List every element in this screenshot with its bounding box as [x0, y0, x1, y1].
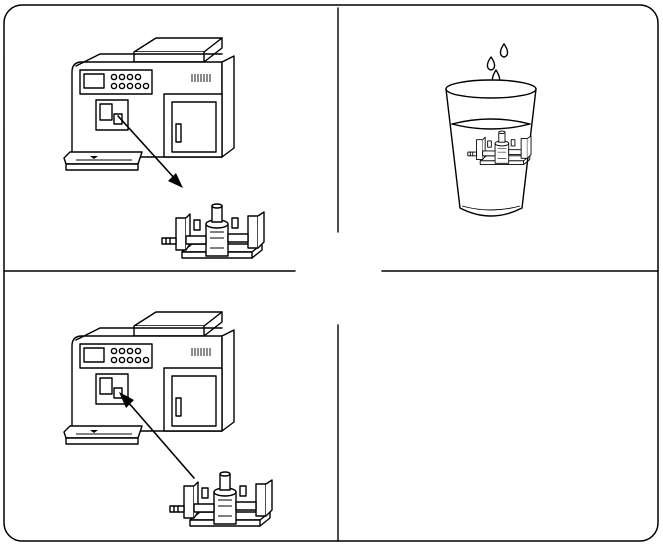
brew-unit-icon — [468, 131, 531, 164]
water-drop-icon — [487, 44, 507, 84]
panel-rinse-brew-unit — [446, 44, 536, 216]
panel-insert-brew-unit — [64, 312, 272, 526]
coffee-machine-icon — [64, 312, 234, 444]
brew-unit-icon — [162, 204, 264, 258]
brew-unit-icon — [170, 472, 272, 526]
panel-remove-brew-unit — [64, 38, 264, 258]
